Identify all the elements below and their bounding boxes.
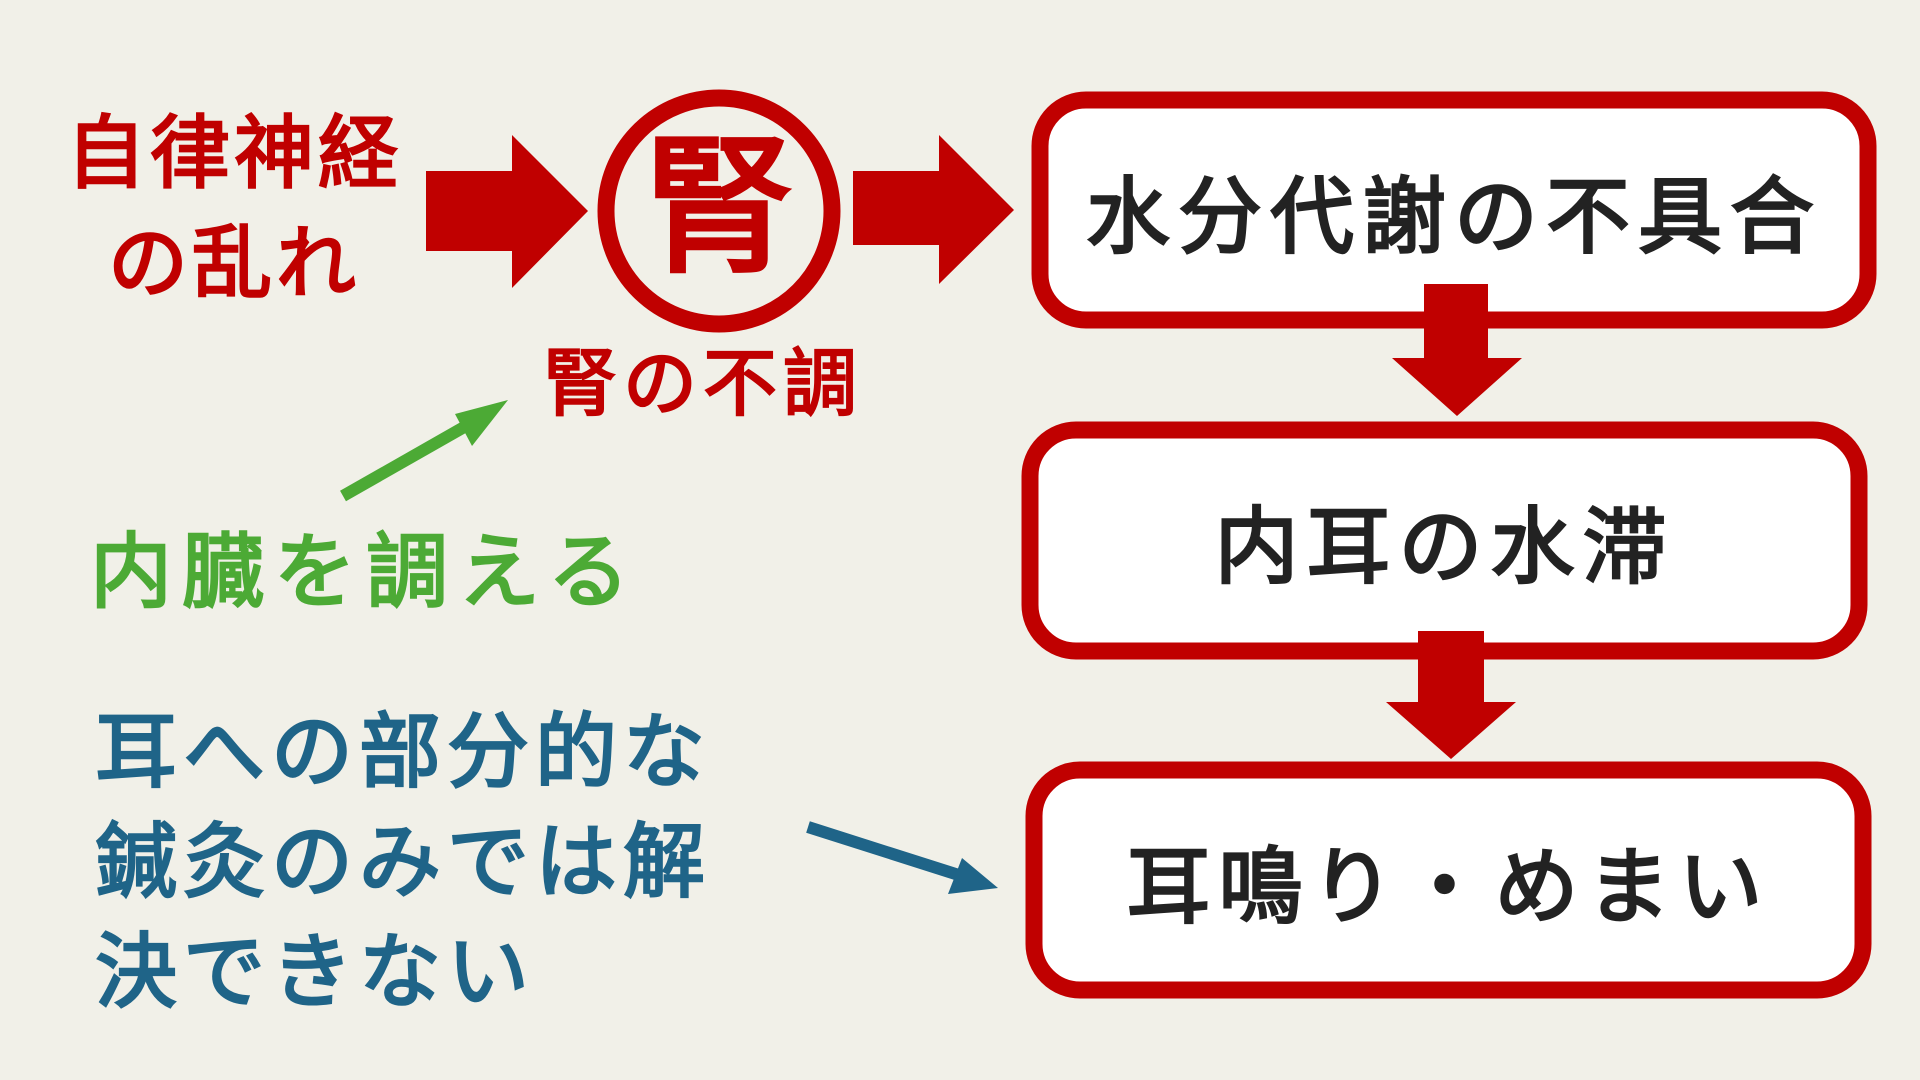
arrow-down-1 xyxy=(1392,284,1522,416)
flow-box-3 xyxy=(1025,761,1872,999)
green-arrow-shaft xyxy=(340,412,483,502)
blue-arrow-shaft xyxy=(806,821,967,883)
flow-text-3: 耳鳴り・めまい xyxy=(1126,837,1771,936)
flow-text-1: 水分代謝の不具合 xyxy=(1085,167,1822,266)
kidney-circle xyxy=(597,89,841,333)
note-line-3: 決できない xyxy=(95,925,536,1020)
cause-line-2: の乱れ xyxy=(108,217,360,310)
cause-line-1: 自律神経 xyxy=(66,107,402,200)
note-line-1: 耳への部分的な xyxy=(95,705,712,800)
treatment-text: 内臓を調える xyxy=(90,525,640,620)
kidney-label: 腎の不調 xyxy=(543,341,863,427)
flow-text-2: 内耳の水滞 xyxy=(1214,498,1675,596)
note-line-2: 鍼灸のみでは解 xyxy=(95,815,712,910)
arrow-right-2 xyxy=(853,135,1014,284)
arrow-down-2 xyxy=(1386,631,1516,759)
blue-arrow-head xyxy=(948,858,998,894)
kidney-symbol: 腎 xyxy=(644,121,795,295)
arrow-right-1 xyxy=(426,135,588,288)
green-arrow-head xyxy=(455,400,508,446)
